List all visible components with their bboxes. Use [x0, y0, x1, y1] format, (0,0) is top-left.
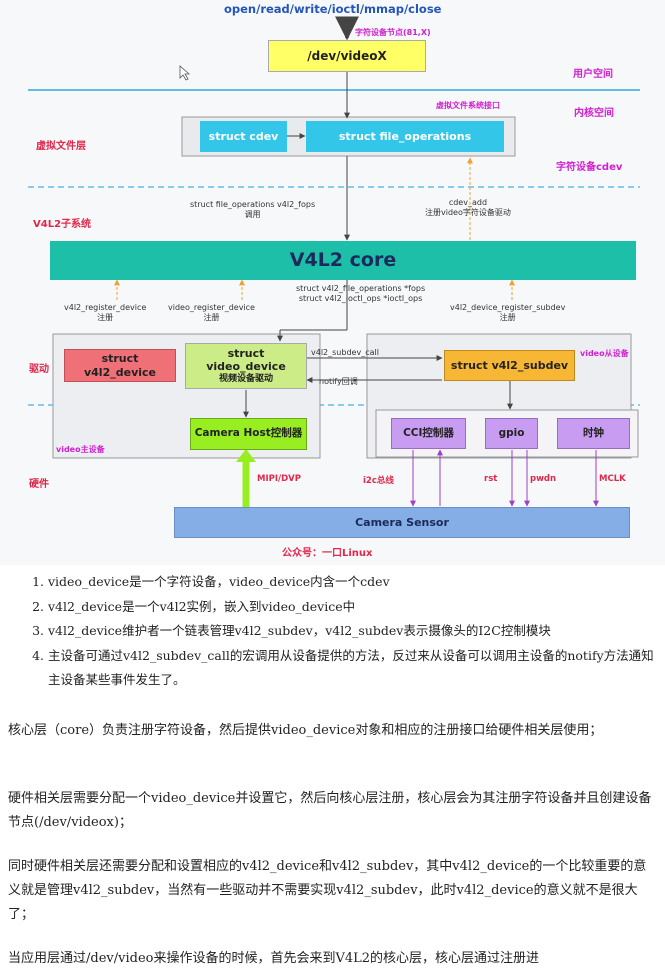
- v4l2-core-box: V4L2 core: [50, 241, 636, 280]
- driver-label: 驱动: [29, 364, 49, 375]
- camera-host-box: Camera Host控制器: [190, 418, 307, 450]
- kernel-space-label: 内核空间: [574, 108, 614, 119]
- clock-box: 时钟: [557, 418, 630, 449]
- list-item: v4l2_device维护者一个链表管理v4l2_subdev，v4l2_sub…: [48, 619, 665, 644]
- char-cdev-label: 字符设备cdev: [556, 162, 623, 173]
- struct-v4l2-subdev-box: struct v4l2_subdev: [444, 350, 575, 381]
- paragraph: 核心层（core）负责注册字符设备，然后提供video_device对象和相应的…: [8, 723, 603, 738]
- struct-file-ops-box: struct file_operations: [306, 121, 504, 152]
- vfs-layer-label: 虚拟文件层: [36, 141, 86, 152]
- cursor-icon: [179, 65, 191, 81]
- video-slave-label: video从设备: [580, 349, 629, 358]
- i2c-bus-label: i2c总线: [363, 476, 394, 486]
- dev-videox-box: /dev/videoX: [268, 40, 426, 72]
- camera-sensor-box: Camera Sensor: [174, 507, 630, 538]
- paragraph: 硬件相关层需要分配一个video_device并设置它，然后向核心层注册，核心层…: [8, 791, 652, 830]
- diagram-lines: [28, 16, 640, 507]
- notify-callback-label: notify回调: [319, 377, 358, 386]
- pwdn-label: pwdn: [530, 474, 557, 484]
- video-master-label: video主设备: [56, 445, 105, 454]
- mipi-dvp-label: MIPI/DVP: [257, 474, 301, 484]
- struct-v4l2-device-box: struct v4l2_device: [64, 349, 176, 382]
- v4l2-architecture-diagram: open/read/write/ioctl/mmap/close 字符设备节点(…: [28, 2, 640, 559]
- gpio-box: gpio: [485, 418, 538, 449]
- mclk-label: MCLK: [599, 474, 626, 484]
- footer-label: 公众号：一口Linux: [282, 548, 373, 559]
- v4l2-subsys-label: V4L2子系统: [33, 219, 92, 230]
- cdev-add-label: cdev_add 注册video字符设备驱动: [425, 198, 511, 218]
- list-item: v4l2_device是一个v4l2实例，嵌入到video_device中: [48, 595, 665, 620]
- hardware-label: 硬件: [29, 479, 49, 490]
- cci-box: CCI控制器: [391, 418, 466, 449]
- struct-video-device-box: struct video_device 视频设备驱动: [185, 343, 307, 389]
- paragraph: 当应用层通过/dev/video来操作设备的时候，首先会来到V4L2的核心层，核…: [8, 951, 540, 966]
- register-device-label: v4l2_register_device 注册: [64, 303, 147, 323]
- struct-cdev-box: struct cdev: [200, 121, 287, 152]
- subdev-call-label: v4l2_subdev_call: [311, 348, 379, 357]
- top-label: open/read/write/ioctl/mmap/close: [224, 2, 442, 16]
- char-dev-node-label: 字符设备节点(81,X): [355, 28, 431, 37]
- subdev-register-label: v4l2_device_register_subdev 注册: [450, 303, 566, 323]
- list-item: video_device是一个字符设备，video_device内含一个cdev: [48, 570, 665, 595]
- virt-fs-iface-label: 虚拟文件系统接口: [436, 101, 500, 110]
- list-item: 主设备可通过v4l2_subdev_call的宏调用从设备提供的方法，反过来从设…: [48, 644, 665, 693]
- ops-label: struct v4l2_file_operations *fops struct…: [296, 284, 426, 304]
- video-register-label: video_register_device 注册: [168, 303, 255, 323]
- rst-label: rst: [484, 474, 498, 484]
- fops-call-label: struct file_operations v4l2_fops 调用: [190, 200, 316, 220]
- user-space-label: 用户空间: [573, 69, 613, 80]
- notes-list: video_device是一个字符设备，video_device内含一个cdev…: [0, 570, 665, 693]
- paragraph: 同时硬件相关层还需要分配和设置相应的v4l2_device和v4l2_subde…: [8, 859, 647, 922]
